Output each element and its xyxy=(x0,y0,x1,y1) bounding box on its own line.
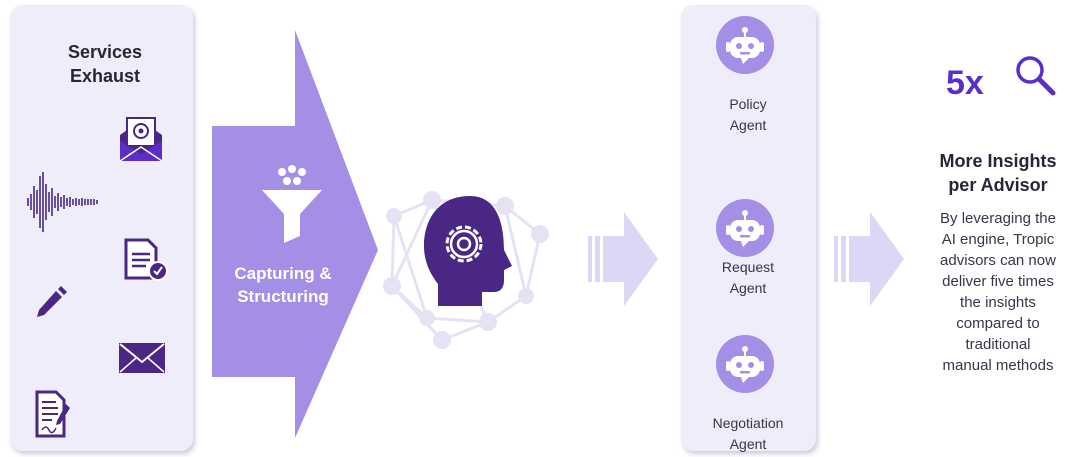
insights-title: More Insights per Advisor xyxy=(918,149,1078,197)
capture-label-line1: Capturing & xyxy=(234,264,332,283)
light-arrow-1 xyxy=(588,212,658,306)
pencil-icon xyxy=(37,286,67,317)
capture-label: Capturing & Structuring xyxy=(212,262,354,308)
agent-request-line1: Request xyxy=(721,259,775,275)
agent-request-line2: Agent xyxy=(729,280,767,296)
signed-document-icon xyxy=(35,390,70,438)
audio-waveform-icon xyxy=(27,172,98,232)
insights-desc-line: By leveraging the xyxy=(940,210,1056,227)
insights-description: By leveraging the AI engine, Tropic advi… xyxy=(913,208,1083,376)
funnel-icon xyxy=(262,165,322,243)
services-title-line2: Exhaust xyxy=(69,66,141,86)
insights-desc-line: AI engine, Tropic xyxy=(941,231,1055,248)
robot-icon-policy xyxy=(716,16,774,74)
capture-label-line2: Structuring xyxy=(237,287,329,306)
magnifier-icon xyxy=(1016,56,1056,96)
network-nodes xyxy=(383,191,549,349)
insights-desc-line: traditional xyxy=(965,336,1031,353)
agent-policy-line1: Policy xyxy=(729,96,767,112)
agent-negotiation-line1: Negotiation xyxy=(712,415,784,431)
light-arrow-2 xyxy=(834,212,904,306)
agent-label-request: Request Agent xyxy=(678,257,818,299)
services-title-line1: Services xyxy=(67,42,143,62)
robot-icon-request xyxy=(716,199,774,257)
insights-desc-line: deliver five times xyxy=(942,273,1054,290)
agent-label-negotiation: Negotiation Agent xyxy=(678,413,818,455)
insights-desc-line: the insights xyxy=(960,294,1036,311)
insights-title-line2: per Advisor xyxy=(948,175,1048,195)
insights-multiplier: 5x xyxy=(946,64,984,102)
document-check-icon xyxy=(124,238,168,281)
robot-icon-negotiation xyxy=(716,335,774,393)
agent-negotiation-line2: Agent xyxy=(729,436,767,452)
ai-head-gear-icon xyxy=(424,196,512,306)
agent-policy-line2: Agent xyxy=(729,117,767,133)
insights-desc-line: manual methods xyxy=(942,357,1054,374)
email-icon xyxy=(119,117,163,162)
insights-desc-line: advisors can now xyxy=(940,252,1056,269)
insights-desc-line: compared to xyxy=(956,315,1040,332)
agent-label-policy: Policy Agent xyxy=(678,94,818,136)
services-exhaust-title: Services Exhaust xyxy=(20,40,190,88)
envelope-icon xyxy=(119,343,165,373)
insights-title-line1: More Insights xyxy=(939,151,1057,171)
